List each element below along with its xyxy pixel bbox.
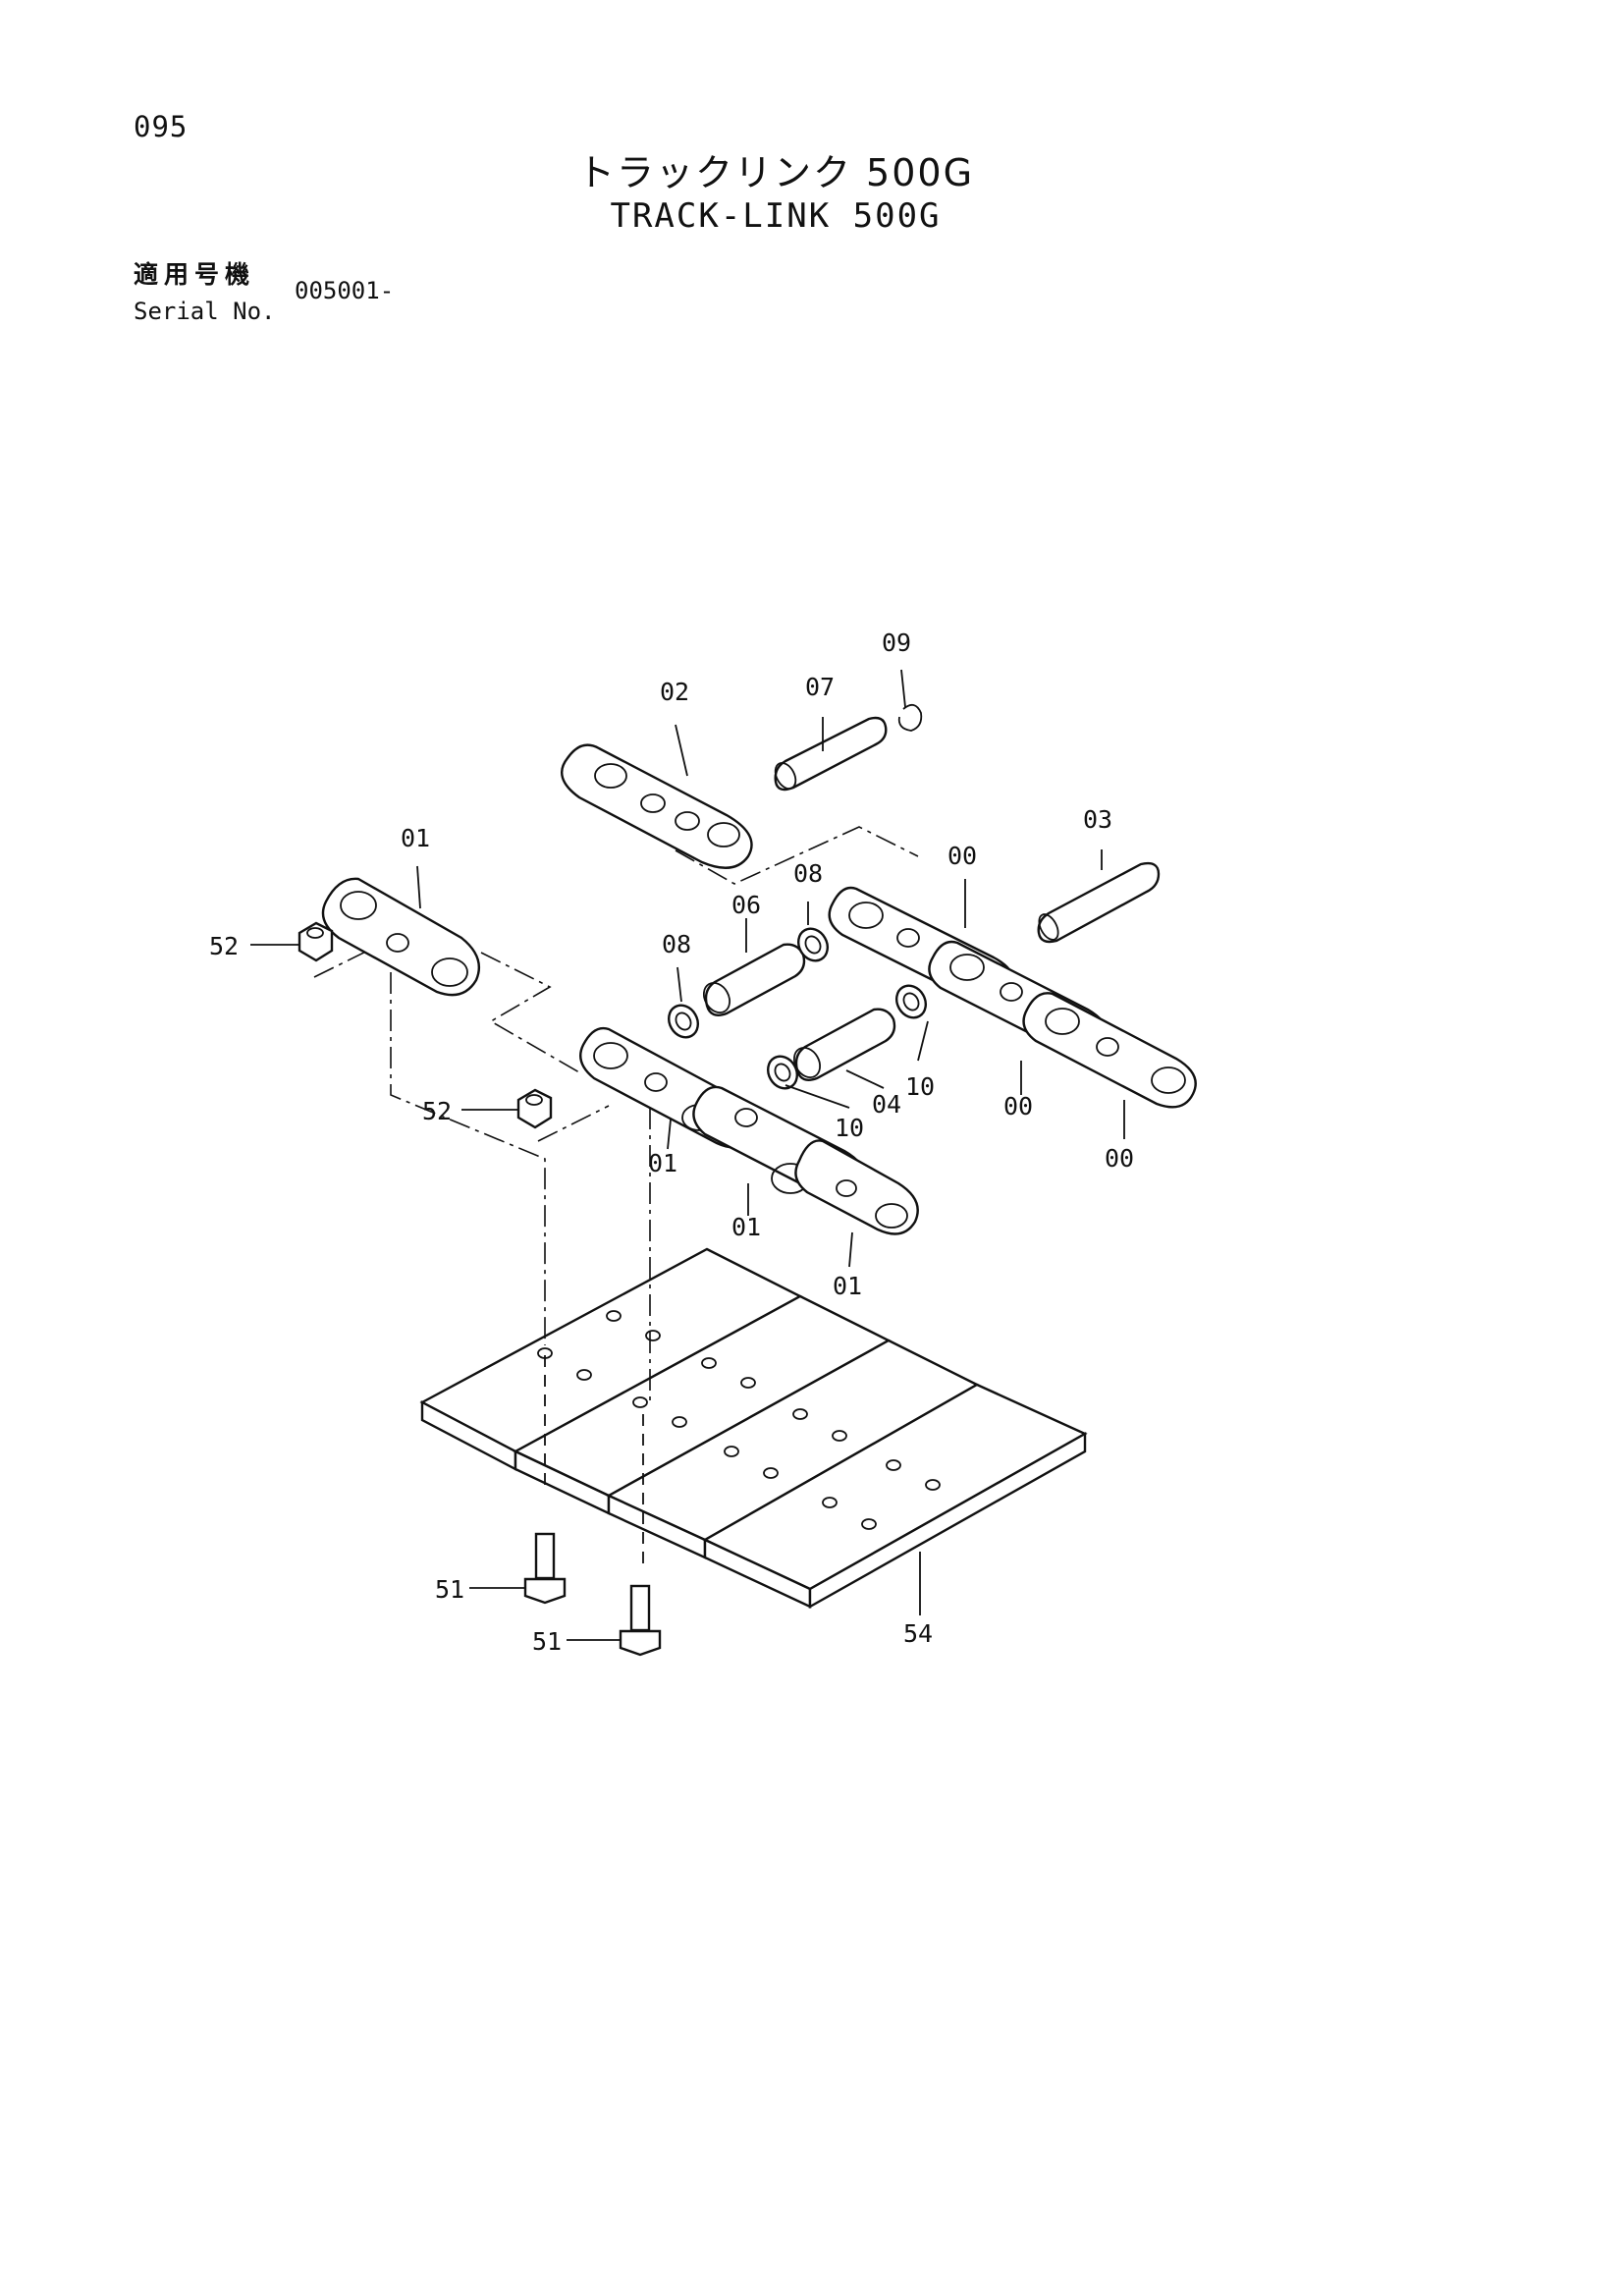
track-link-chain-00 bbox=[828, 886, 1197, 1109]
callout-labels: 09 02 07 03 01 00 08 06 08 52 10 04 10 0… bbox=[209, 629, 1134, 1656]
callout-01-a: 01 bbox=[648, 1149, 677, 1177]
serial-label-japanese: 適用号機 bbox=[134, 260, 256, 289]
shoe-bolts-51 bbox=[523, 1532, 662, 1657]
serial-label-english: Serial No. bbox=[134, 298, 276, 325]
callout-10-b: 10 bbox=[835, 1114, 864, 1142]
bushing-06 bbox=[702, 943, 806, 1016]
callout-06: 06 bbox=[731, 891, 761, 919]
track-pin-03 bbox=[1037, 861, 1161, 944]
callout-10-a: 10 bbox=[905, 1072, 935, 1101]
assembly-centerlines bbox=[313, 826, 919, 1571]
callout-01-b: 01 bbox=[731, 1213, 761, 1241]
callout-01-top: 01 bbox=[401, 824, 430, 852]
leader-lines bbox=[250, 669, 1125, 1641]
callout-52-b: 52 bbox=[422, 1097, 452, 1125]
callout-00-a: 00 bbox=[947, 842, 977, 870]
master-pin-07 bbox=[774, 716, 888, 792]
callout-01-c: 01 bbox=[833, 1272, 862, 1300]
snap-ring-09 bbox=[897, 703, 923, 732]
shoe-bolt-holes bbox=[537, 1310, 941, 1530]
seal-rings bbox=[667, 927, 928, 1090]
track-shoe-plates bbox=[419, 1247, 1088, 1610]
callout-52-a: 52 bbox=[209, 932, 239, 960]
callout-51-a: 51 bbox=[435, 1575, 464, 1604]
track-link-chain-01 bbox=[579, 1026, 919, 1235]
master-link-02 bbox=[560, 743, 753, 869]
callout-00-b: 00 bbox=[1003, 1092, 1033, 1121]
callout-00-c: 00 bbox=[1105, 1144, 1134, 1173]
title-english: TRACK-LINK 500G bbox=[610, 196, 942, 236]
callout-54: 54 bbox=[903, 1619, 933, 1648]
serial-number-value: 005001- bbox=[295, 277, 395, 304]
title-japanese: トラックリンク 500G bbox=[576, 151, 975, 194]
shoe-nuts-52 bbox=[298, 921, 553, 1129]
callout-08-a: 08 bbox=[793, 859, 823, 888]
callout-08-b: 08 bbox=[662, 930, 691, 958]
page-number: 095 bbox=[134, 110, 189, 143]
callout-07: 07 bbox=[805, 673, 835, 701]
track-link-01-end bbox=[321, 877, 481, 997]
callout-51-b: 51 bbox=[532, 1627, 562, 1656]
callout-04: 04 bbox=[872, 1090, 901, 1119]
bushing-04 bbox=[792, 1008, 896, 1081]
callout-03: 03 bbox=[1083, 805, 1112, 834]
callout-09: 09 bbox=[882, 629, 911, 657]
callout-02: 02 bbox=[660, 678, 689, 706]
